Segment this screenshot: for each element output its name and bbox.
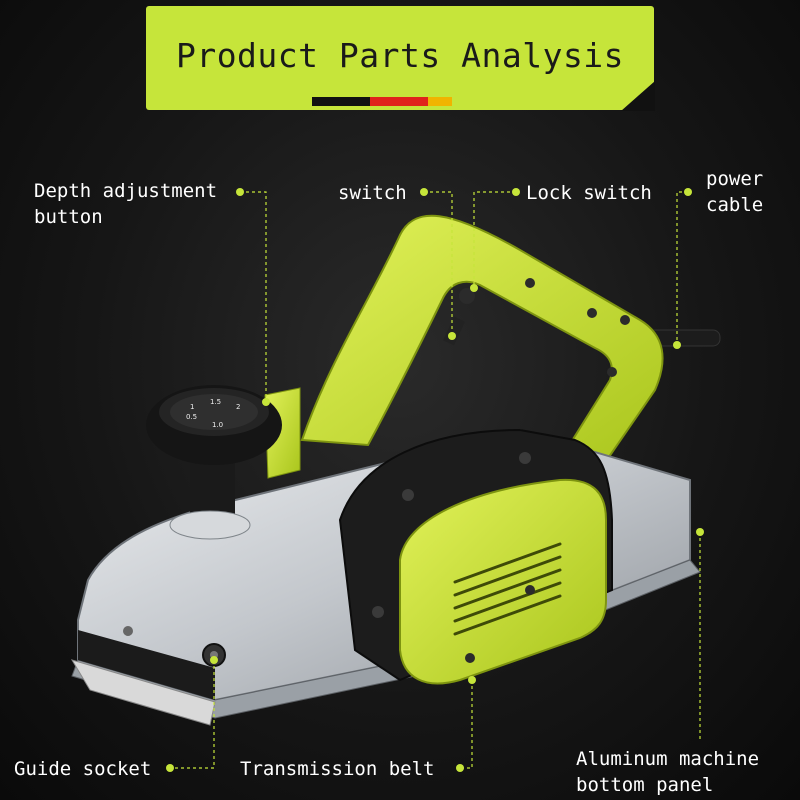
flag-stripe-red	[370, 97, 428, 106]
callout-line-guide	[170, 660, 215, 769]
blade-plate	[70, 659, 216, 726]
knob-mark: 0.5	[186, 413, 197, 421]
label-power-line-2: cable	[706, 194, 764, 216]
flag-stripe-gold	[428, 97, 452, 106]
label-power-cable: power cable	[706, 166, 763, 218]
label-lock-switch: Lock switch	[526, 182, 652, 204]
label-depth-adjustment: Depth adjustment button	[34, 178, 217, 230]
callout-line-power	[676, 191, 688, 345]
callout-line-depth	[240, 191, 267, 402]
callout-dots	[166, 188, 704, 772]
label-switch: switch	[338, 182, 407, 204]
handle	[300, 214, 664, 472]
title-banner: Product Parts Analysis	[146, 6, 655, 111]
callout-line-belt	[460, 680, 473, 769]
label-depth-line-1: Depth adjustment	[34, 180, 218, 202]
label-power-line-1: power	[706, 168, 764, 190]
label-bottom-panel: Aluminum machine bottom panel	[576, 746, 759, 798]
label-panel-line-2: bottom panel	[576, 774, 714, 796]
label-transmission-belt: Transmission belt	[240, 758, 435, 780]
knob-mark: 2	[236, 403, 240, 411]
label-depth-line-2: button	[34, 206, 103, 228]
knob-mark: 1.0	[212, 421, 223, 429]
flag-stripe-black	[312, 97, 370, 106]
label-guide-socket: Guide socket	[14, 758, 152, 780]
knob-mark: 1.5	[210, 398, 221, 406]
switch-button-dot	[459, 288, 475, 304]
label-panel-line-1: Aluminum machine	[576, 748, 760, 770]
depth-adjustment-knob: 1 1.5 2 0.5 1.0	[146, 385, 282, 540]
transmission-belt-cover	[399, 478, 607, 685]
knob-mark: 1	[190, 403, 194, 411]
callout-line-lock	[473, 191, 516, 288]
page-title: Product Parts Analysis	[175, 36, 625, 75]
